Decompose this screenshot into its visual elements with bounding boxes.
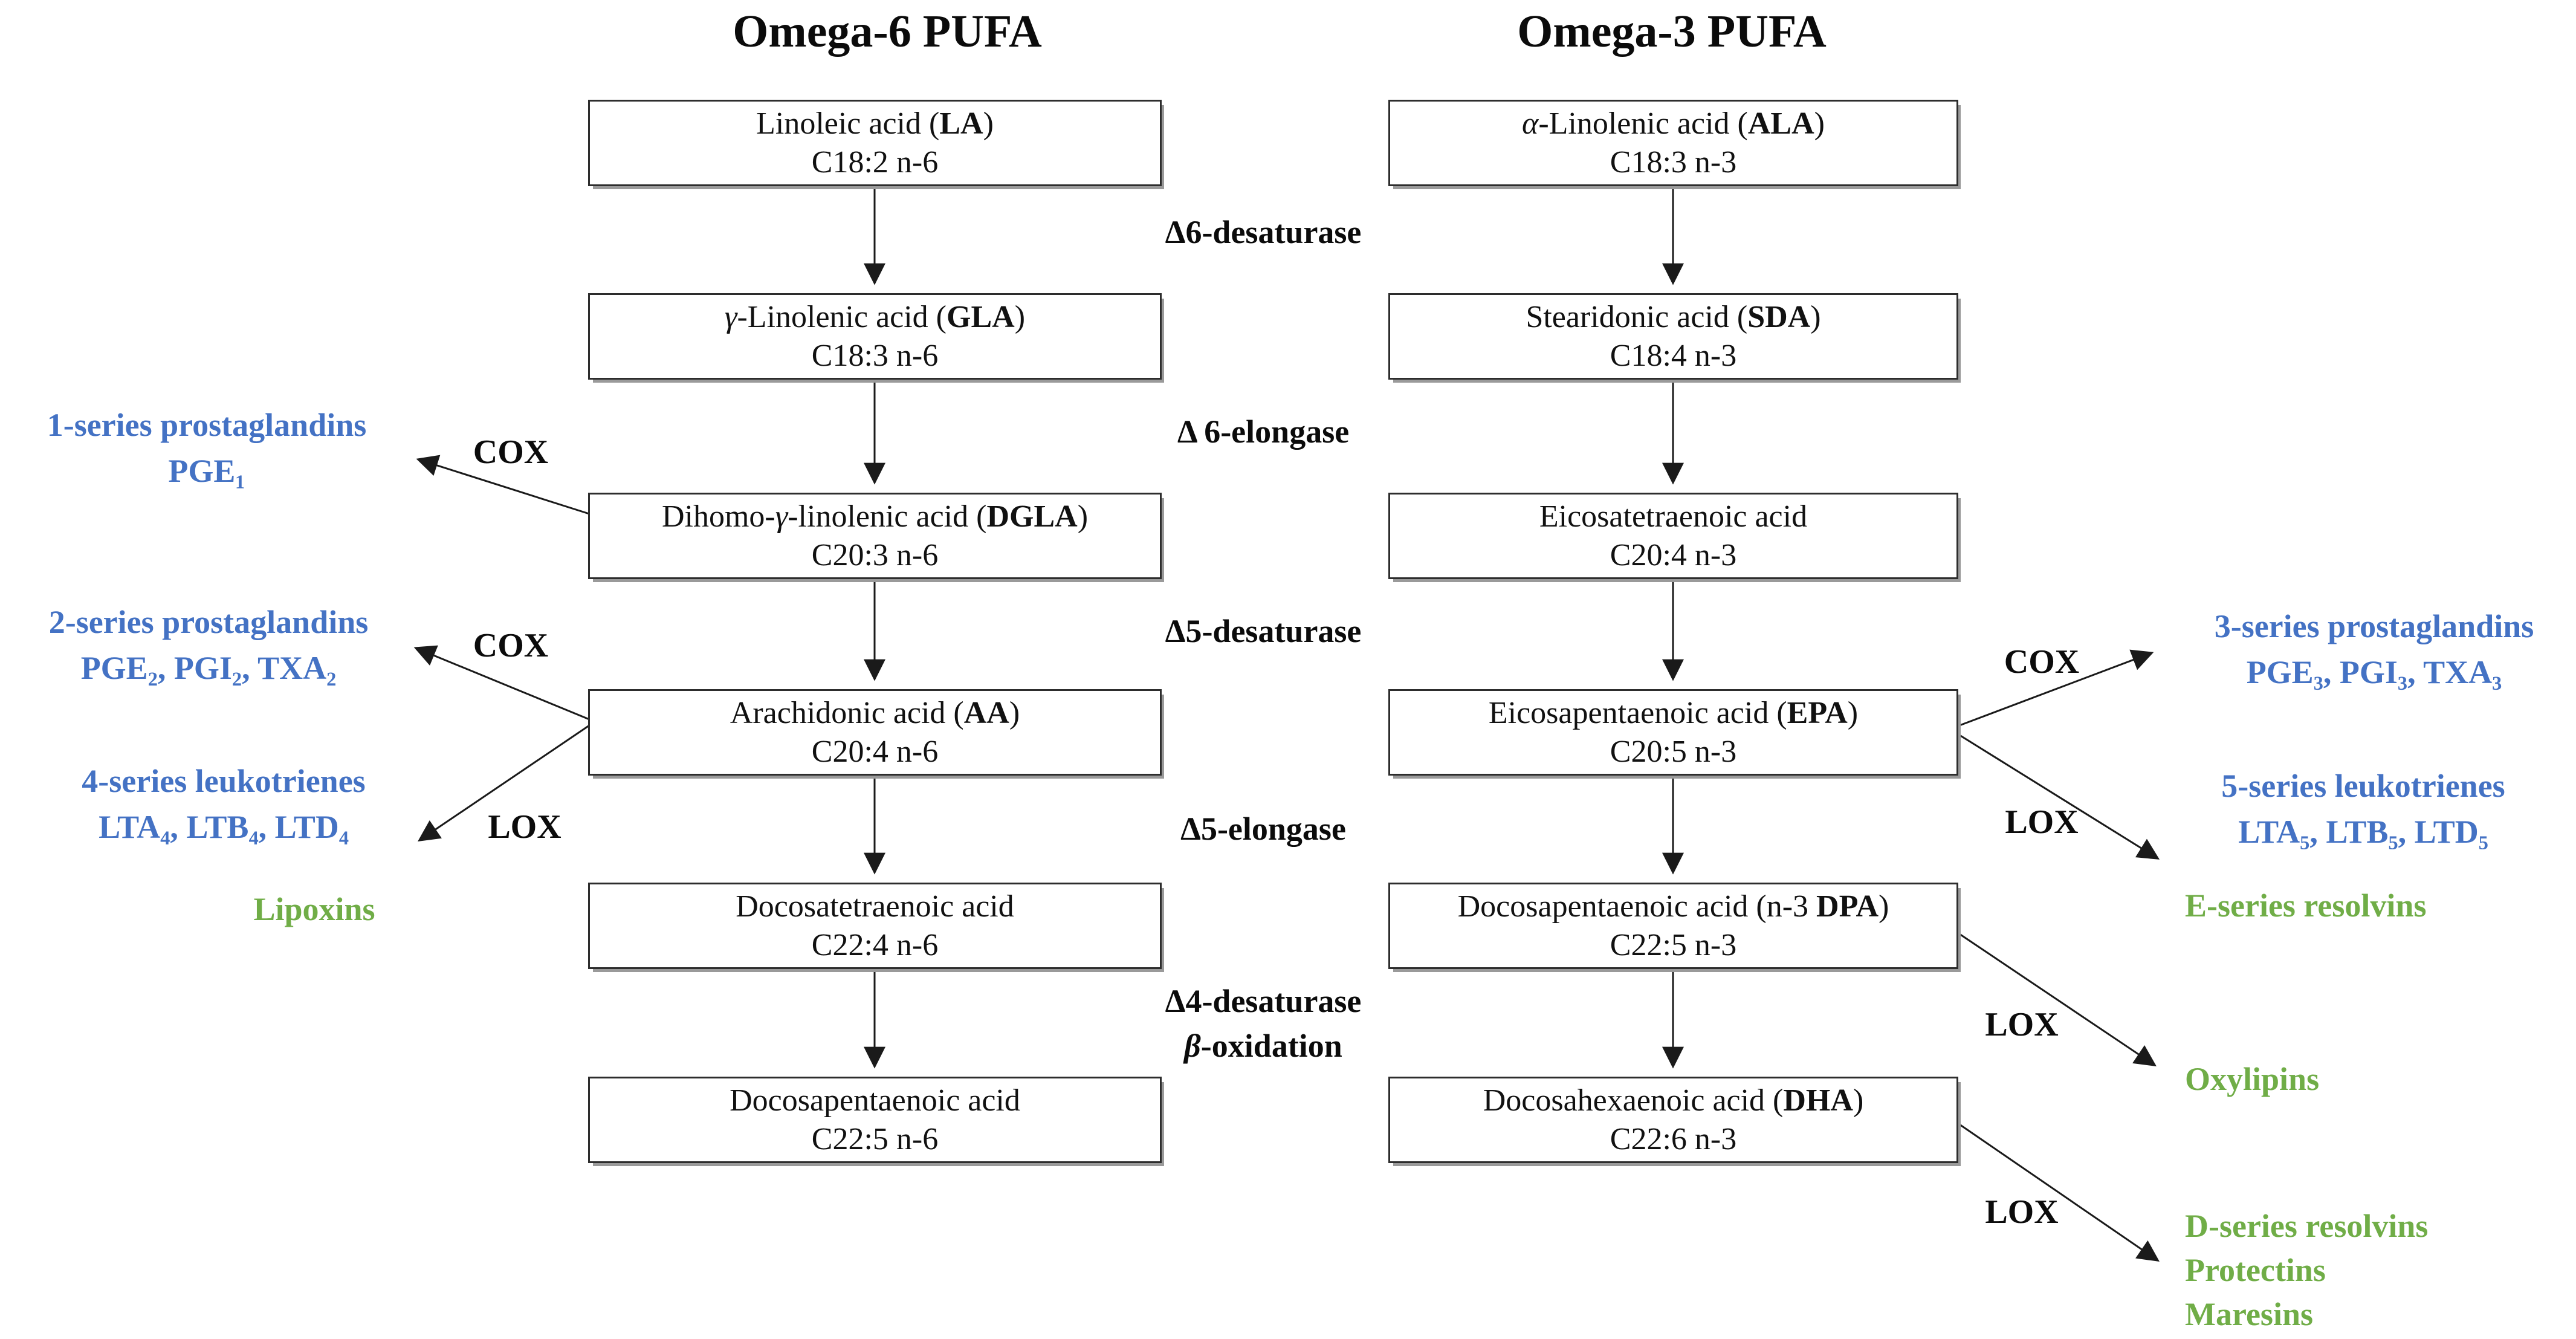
product-lipoxins: Lipoxins (253, 891, 375, 927)
node-dha-name: Docosahexaenoic acid (DHA) (1483, 1083, 1864, 1118)
node-dgla-formula: C20:3 n-6 (811, 537, 939, 572)
cox-label-aa: COX (473, 627, 549, 664)
enzyme-delta4-desaturase-beta-oxidation: Δ4-desaturase β-oxidation (1165, 979, 1362, 1068)
node-dpa-n6: Docosapentaenoic acid C22:5 n-6 (588, 1077, 1162, 1163)
product-d-series-resolvins: D-series resolvins Protectins Maresins (2185, 1204, 2428, 1337)
product-2-series-prostaglandins: 2-series prostaglandins PGE₂, PGI₂, TXA₂ (49, 599, 369, 691)
lox-label-aa: LOX (488, 808, 561, 846)
enzyme-delta5-desaturase: Δ5-desaturase (1165, 613, 1362, 649)
product-line: 5-series leukotrienes (2221, 768, 2505, 804)
node-dta: Docosatetraenoic acid C22:4 n-6 (588, 883, 1162, 969)
node-eta-name: Eicosatetraenoic acid (1539, 499, 1808, 534)
node-aa: Arachidonic acid (AA) C20:4 n-6 (588, 689, 1162, 776)
arrow-epa-cox-3series (1959, 649, 2154, 727)
product-4-series-leukotrienes: 4-series leukotrienes LTA₄, LTB₄, LTD₄ (82, 758, 365, 850)
node-epa-name: Eicosapentaenoic acid (EPA) (1488, 695, 1859, 730)
lox-label-epa: LOX (2005, 803, 2079, 841)
node-sda-name: Stearidonic acid (SDA) (1526, 299, 1821, 334)
node-ala: α-Linolenic acid (ALA) C18:3 n-3 (1388, 100, 1958, 186)
product-line: LTA₅, LTB₅, LTD₅ (2238, 814, 2488, 850)
node-gla-name: γ-Linolenic acid (GLA) (724, 299, 1026, 334)
node-ala-formula: C18:3 n-3 (1610, 144, 1737, 180)
node-dpa-n6-name: Docosapentaenoic acid (730, 1083, 1020, 1118)
node-dpa-n3-name: Docosapentaenoic acid (n-3 DPA) (1457, 889, 1889, 924)
product-line: LTA₄, LTB₄, LTD₄ (99, 809, 349, 845)
arrow-dgla-cox-1series (416, 455, 590, 515)
node-dta-name: Docosatetraenoic acid (736, 889, 1014, 924)
arrow-epa-lox-5series (1959, 734, 2160, 860)
arrow-aa-lox-4series (418, 724, 590, 842)
product-line: Maresins (2185, 1296, 2313, 1332)
product-oxylipins: Oxylipins (2185, 1061, 2320, 1097)
node-epa: Eicosapentaenoic acid (EPA) C20:5 n-3 (1388, 689, 1958, 776)
column-header-omega3: Omega-3 PUFA (1517, 6, 1827, 57)
node-la: Linoleic acid (LA) C18:2 n-6 (588, 100, 1162, 186)
product-line: D-series resolvins (2185, 1208, 2429, 1244)
enzyme-delta4-desaturase-label: Δ4-desaturase (1165, 983, 1362, 1019)
node-dha: Docosahexaenoic acid (DHA) C22:6 n-3 (1388, 1077, 1958, 1163)
node-dgla: Dihomo-γ-linolenic acid (DGLA) C20:3 n-6 (588, 493, 1162, 579)
lox-label-dpa: LOX (1985, 1006, 2059, 1043)
column-header-omega6: Omega-6 PUFA (733, 6, 1042, 57)
node-aa-name: Arachidonic acid (AA) (730, 695, 1020, 730)
node-eta: Eicosatetraenoic acid C20:4 n-3 (1388, 493, 1958, 579)
node-la-formula: C18:2 n-6 (811, 144, 939, 180)
lox-label-dha: LOX (1985, 1193, 2059, 1231)
product-line: Protectins (2185, 1252, 2326, 1288)
product-line: PGE₃, PGI₃, TXA₃ (2246, 654, 2502, 690)
product-line: 4-series leukotrienes (82, 763, 366, 799)
node-ala-name: α-Linolenic acid (ALA) (1522, 106, 1825, 141)
product-line: 2-series prostaglandins (48, 604, 369, 640)
cox-label-dgla: COX (473, 433, 549, 471)
cox-label-epa: COX (2004, 643, 2080, 681)
product-e-series-resolvins: E-series resolvins (2185, 887, 2427, 924)
product-line: 3-series prostaglandins (2214, 608, 2534, 644)
node-dta-formula: C22:4 n-6 (811, 927, 939, 962)
node-aa-formula: C20:4 n-6 (811, 734, 939, 769)
enzyme-delta6-elongase: Δ 6-elongase (1177, 413, 1350, 450)
product-line: 1-series prostaglandins (47, 407, 367, 443)
node-dpa-n6-formula: C22:5 n-6 (811, 1121, 939, 1156)
node-sda: Stearidonic acid (SDA) C18:4 n-3 (1388, 293, 1958, 380)
product-5-series-leukotrienes: 5-series leukotrienes LTA₅, LTB₅, LTD₅ (2221, 763, 2505, 855)
node-gla: γ-Linolenic acid (GLA) C18:3 n-6 (588, 293, 1162, 380)
product-line: PGE₁ (168, 453, 245, 489)
node-dgla-name: Dihomo-γ-linolenic acid (DGLA) (661, 499, 1089, 534)
arrow-dha-lox-dseries (1959, 1123, 2160, 1262)
node-dpa-n3-formula: C22:5 n-3 (1610, 927, 1737, 962)
node-dha-formula: C22:6 n-3 (1610, 1121, 1737, 1156)
node-sda-formula: C18:4 n-3 (1610, 338, 1737, 373)
node-dpa-n3: Docosapentaenoic acid (n-3 DPA) C22:5 n-… (1388, 883, 1958, 969)
arrow-dpa3-lox-oxylipins (1959, 933, 2157, 1067)
enzyme-beta-oxidation-label: β-oxidation (1184, 1028, 1342, 1064)
arrow-aa-cox-2series (413, 645, 590, 721)
enzyme-delta5-elongase: Δ5-elongase (1180, 811, 1346, 847)
node-eta-formula: C20:4 n-3 (1610, 537, 1737, 572)
node-gla-formula: C18:3 n-6 (811, 338, 939, 373)
enzyme-delta6-desaturase: Δ6-desaturase (1165, 214, 1362, 250)
node-epa-formula: C20:5 n-3 (1610, 734, 1737, 769)
product-3-series-prostaglandins: 3-series prostaglandins PGE₃, PGI₃, TXA₃ (2215, 603, 2534, 695)
product-line: PGE₂, PGI₂, TXA₂ (80, 650, 337, 686)
product-1-series-prostaglandins: 1-series prostaglandins PGE₁ (47, 402, 367, 494)
node-la-name: Linoleic acid (LA) (756, 106, 994, 141)
